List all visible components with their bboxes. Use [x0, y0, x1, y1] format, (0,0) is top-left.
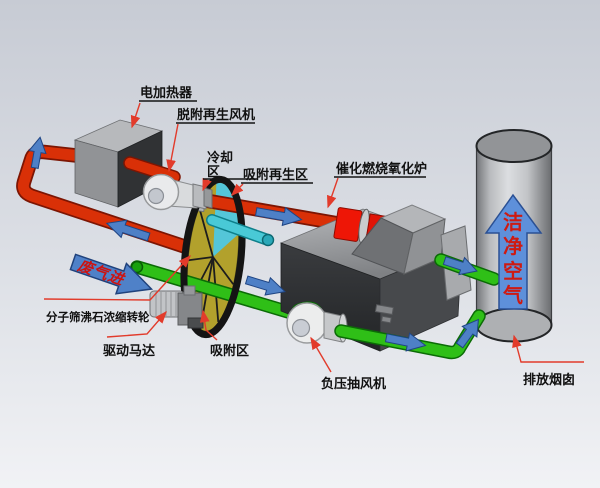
label-desorption-fan: 脱附再生风机: [177, 107, 255, 122]
flow-arrow-to-furnace: [254, 206, 303, 227]
stack-top-cap: [475, 129, 553, 163]
motor-top-cap: [183, 285, 196, 296]
leader-rotor: [43, 254, 191, 301]
furnace-vent-small: [380, 315, 392, 324]
pipe-end-cap: [130, 260, 144, 274]
label-exhaust-fan: 负压抽风机: [321, 376, 386, 391]
label-rotor: 分子筛沸石浓缩转轮: [46, 310, 150, 324]
flow-arrow-stack-in: [455, 318, 479, 349]
clean-air-char-3: 空: [503, 259, 523, 283]
pipe-end-cap: [261, 233, 275, 247]
label-stack: 排放烟囱: [523, 372, 575, 387]
label-underlines: [139, 100, 426, 184]
leader-electric-heater: [130, 102, 141, 129]
fan-inlet-hole: [291, 318, 311, 338]
cooling-air-pipe: [206, 214, 275, 247]
flow-arrows: [28, 136, 479, 352]
label-cooling-zone-line2: 区: [207, 164, 220, 179]
annotation-leaders: [43, 102, 584, 373]
clean-air-arrow: 洁 净 空 气: [484, 193, 543, 310]
flow-arrow-to-stack: [384, 332, 427, 352]
clean-air-char-4: 气: [502, 283, 523, 307]
clean-air-char-1: 洁: [503, 211, 523, 234]
leader-furnace: [327, 177, 339, 209]
fan-flange-step: [203, 187, 213, 209]
furnace-vent: [374, 304, 394, 316]
label-furnace: 催化燃烧氧化炉: [336, 161, 427, 176]
flow-arrow-up: [28, 136, 47, 169]
flow-arrow-return: [105, 219, 151, 242]
leader-adsorption-zone: [199, 309, 218, 341]
fan-inlet-hole: [147, 187, 165, 205]
label-electric-heater: 电加热器: [140, 85, 193, 100]
leader-cooling-zone: [202, 177, 212, 192]
flow-arrow-furnace-out: [442, 256, 478, 276]
label-cooling-zone-line1: 冷却: [207, 150, 233, 165]
labels: 电加热器 脱附再生风机 冷却 区 吸附再生区 催化燃烧氧化炉 分子筛沸石浓缩转轮…: [46, 85, 575, 391]
motor-mount: [187, 317, 204, 329]
clean-air-char-2: 净: [503, 234, 523, 258]
leader-regeneration-zone: [231, 183, 244, 196]
stack-inlet-pipe: [334, 309, 486, 360]
valve-block: [333, 207, 363, 242]
label-drive-motor: 驱动马达: [103, 343, 155, 358]
leader-exhaust-fan: [310, 336, 332, 373]
leader-desorption-fan: [166, 123, 179, 173]
desorption-fan: [142, 173, 213, 211]
label-adsorption-zone: 吸附区: [210, 343, 249, 358]
leader-drive-motor: [106, 310, 167, 338]
flow-arrow-inlet: [244, 275, 287, 296]
label-regeneration-zone: 吸附再生区: [243, 167, 308, 182]
leader-stack: [512, 334, 584, 363]
